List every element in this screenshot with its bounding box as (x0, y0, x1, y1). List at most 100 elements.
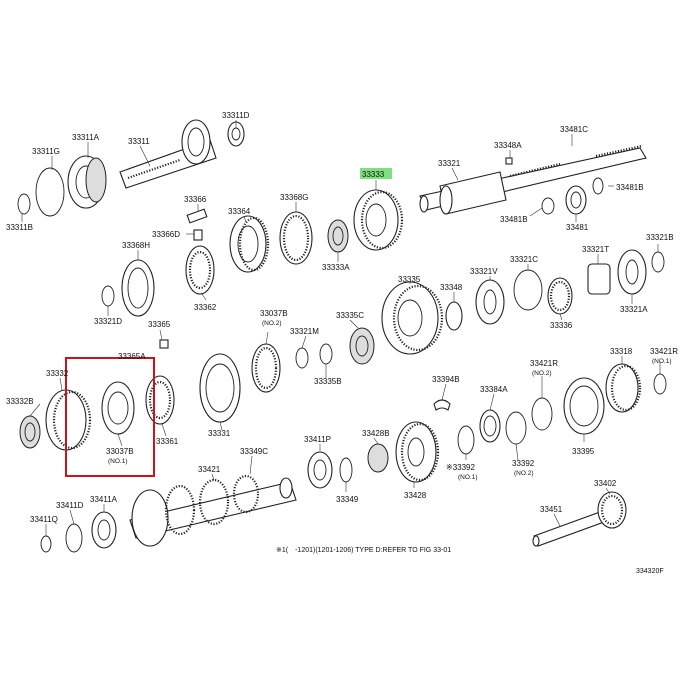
hub-33361 (145, 375, 175, 425)
shaft-33451 (532, 511, 605, 547)
fork-33394b (433, 399, 451, 411)
snap-ring-33311b (17, 193, 31, 215)
bearing-33481 (565, 185, 587, 215)
label-33402: 33402 (594, 479, 617, 488)
label-33365: 33365 (148, 320, 171, 329)
label-33311b: 33311B (6, 223, 33, 232)
label-33318: 33318 (610, 347, 633, 356)
label-33037b-no2: 33037B (260, 309, 288, 318)
label-33333: 33333 (362, 170, 385, 179)
label-33321d: 33321D (94, 317, 122, 326)
part-labels: 33311D 33311A 33311 33311G 33311B 33366 … (6, 111, 678, 575)
spring-33366d (193, 229, 203, 241)
collar-33321t (587, 263, 611, 295)
label-33481b-right: 33481B (616, 183, 644, 192)
label-33349: 33349 (336, 495, 359, 504)
ring-33421r-no1 (653, 373, 667, 395)
figure-id: 334320F (636, 568, 664, 575)
label-33368g: 33368G (280, 193, 308, 202)
leader-lines (21, 120, 661, 536)
sleeve-33395 (563, 377, 605, 435)
label-33321b: 33321B (646, 233, 674, 242)
hub-33364 (229, 215, 270, 273)
label-33421r-no2-sub: (NO.2) (532, 370, 552, 377)
label-33421: 33421 (198, 465, 221, 474)
label-33451: 33451 (540, 505, 563, 514)
gear-33336 (547, 277, 573, 315)
label-33392-no2-sub: (NO.2) (514, 470, 534, 477)
label-33037b-no1-sub: (NO.1) (108, 458, 128, 465)
label-33333a: 33333A (322, 263, 350, 272)
label-33349c: 33349C (240, 447, 268, 456)
label-33411d: 33411D (56, 501, 84, 510)
label-33037b-no1: 33037B (106, 447, 134, 456)
gear-33332 (45, 389, 92, 451)
snap-ring-33311g (35, 167, 65, 217)
label-33362: 33362 (194, 303, 217, 312)
label-33428b: 33428B (362, 429, 390, 438)
ring-33421r-no2 (531, 397, 553, 431)
label-33348a: 33348A (494, 141, 522, 150)
gear-33402 (597, 491, 627, 529)
label-33321c: 33321C (510, 255, 538, 264)
ring-33481b-left (541, 197, 555, 215)
bearing-33311d (227, 121, 245, 147)
label-33335c: 33335C (336, 311, 364, 320)
ring-33392-no1 (457, 425, 475, 455)
key-33365 (159, 339, 169, 349)
highlight-33333 (360, 168, 392, 179)
label-33311g: 33311G (32, 147, 60, 156)
label-33332b: 33332B (6, 397, 34, 406)
label-33394b: 33394B (432, 375, 460, 384)
label-33332: 33332 (46, 369, 69, 378)
ring-33384a (479, 409, 501, 443)
ring-33335b (319, 343, 333, 365)
label-33321m: 33321M (290, 327, 319, 336)
output-shaft (419, 144, 647, 215)
label-33335b: 33335B (314, 377, 342, 386)
bearing-33411p (307, 451, 333, 489)
label-33421r-no1-sub: (NO.1) (652, 358, 672, 365)
label-33335: 33335 (398, 275, 421, 284)
label-33365a: 33365A (118, 352, 146, 361)
callout-box (65, 357, 155, 477)
bearing-33311a (67, 155, 107, 209)
gear-33335 (381, 281, 444, 355)
washer-33348 (445, 301, 463, 331)
label-33368h: 33368H (122, 241, 150, 250)
bearing-33411a (91, 511, 117, 549)
bearing-33332b (19, 415, 41, 449)
label-33321a: 33321A (620, 305, 648, 314)
label-33392-no1: ※33392 (446, 463, 476, 472)
label-33481: 33481 (566, 223, 589, 232)
bearing-33335c (349, 327, 375, 365)
label-33321: 33321 (438, 159, 461, 168)
key-33366 (186, 208, 208, 224)
label-33421r-no2: 33421R (530, 359, 558, 368)
gear-33318 (605, 363, 642, 413)
label-33384a: 33384A (480, 385, 508, 394)
ring-33411q (40, 535, 52, 553)
label-33311a: 33311A (72, 133, 100, 142)
synchro-ring-33037b-no2 (251, 343, 281, 393)
bearing-33333a (327, 219, 349, 253)
bearing-33321a (617, 249, 647, 295)
ring-33321m (295, 347, 309, 369)
label-33037b-no2-sub: (NO.2) (262, 320, 282, 327)
label-33411a: 33411A (90, 495, 118, 504)
label-33311d: 33311D (222, 111, 250, 120)
snap-ring-33321c (513, 269, 543, 311)
label-33395: 33395 (572, 447, 595, 456)
label-33428: 33428 (404, 491, 427, 500)
label-33392-no1-sub: (NO.1) (458, 474, 478, 481)
label-33321v: 33321V (470, 267, 498, 276)
label-33411q: 33411Q (30, 515, 58, 524)
label-33336: 33336 (550, 321, 573, 330)
gear-33362 (185, 245, 215, 295)
label-33481c: 33481C (560, 125, 588, 134)
label-33481b-left: 33481B (500, 215, 528, 224)
counter-shaft (129, 474, 297, 547)
bearing-33428b (367, 443, 389, 473)
ring-33349 (339, 457, 353, 483)
